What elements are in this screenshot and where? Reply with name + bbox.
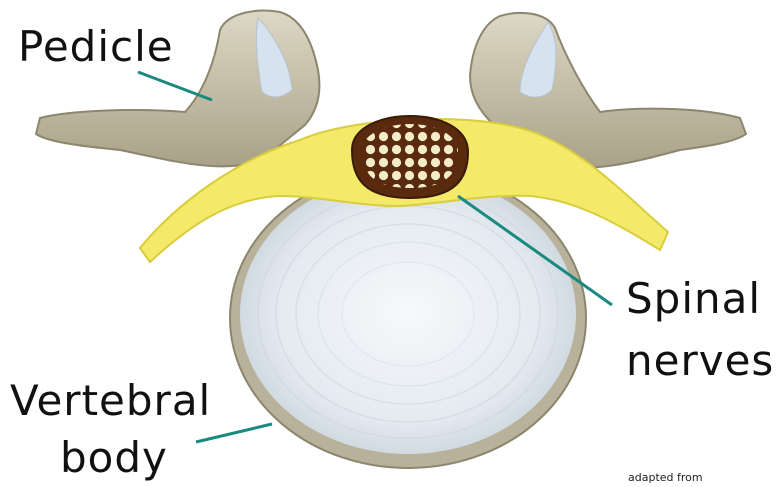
spinal-nerves-label-line2: nerves [626, 340, 774, 382]
disc-surface [240, 174, 576, 454]
pedicle-leader-line [138, 72, 212, 100]
pedicle-label: Pedicle [18, 26, 174, 68]
spinal-nerves-bundle [352, 116, 468, 198]
vertebral-body-leader-line [196, 424, 272, 442]
credit-text: adapted from [628, 472, 703, 483]
vertebral-body-label-line2: body [60, 437, 168, 479]
vertebral-body-label-line1: Vertebral [10, 380, 211, 422]
spinal-nerves-label-line1: Spinal [626, 278, 761, 320]
